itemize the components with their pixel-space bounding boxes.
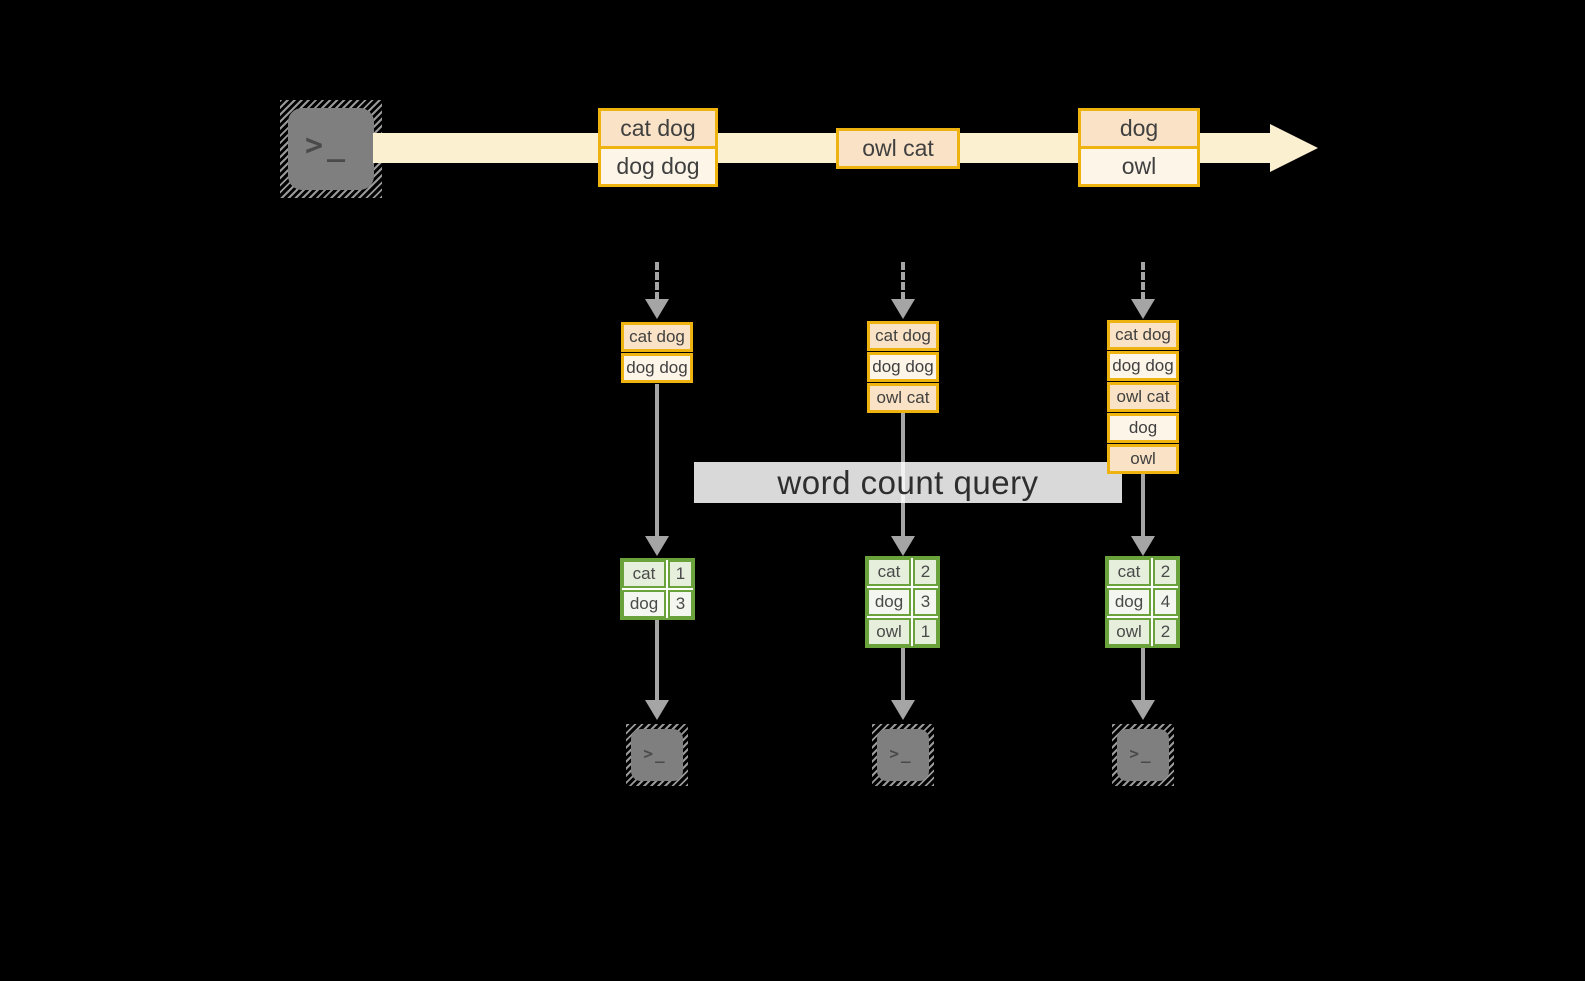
arrow-shaft bbox=[1141, 648, 1145, 700]
record-buffer-1: cat dog dog dog bbox=[621, 322, 693, 384]
arrow-head bbox=[891, 536, 915, 556]
arrow-shaft bbox=[655, 620, 659, 700]
terminal-prompt-glyph: >_ bbox=[889, 743, 913, 763]
stream-record: dog bbox=[1081, 111, 1197, 146]
arrow-shaft bbox=[1141, 474, 1145, 536]
output-terminal-icon: >_ bbox=[872, 724, 934, 786]
stream-record: cat dog bbox=[601, 111, 715, 146]
buffer-record: cat dog bbox=[621, 322, 693, 352]
count-word: dog bbox=[622, 590, 666, 618]
count-table-2: cat 2 dog 3 owl 1 bbox=[865, 556, 940, 648]
arrow-shaft bbox=[655, 384, 659, 536]
dashed-arrow-head bbox=[645, 299, 669, 319]
stream-message-box: owl cat bbox=[836, 128, 960, 169]
query-banner: word count query bbox=[694, 462, 1122, 503]
terminal-prompt-glyph: >_ bbox=[1129, 743, 1153, 763]
count-word: dog bbox=[1107, 588, 1151, 616]
output-terminal-icon: >_ bbox=[1112, 724, 1174, 786]
count-value: 3 bbox=[913, 588, 938, 616]
stream-record: owl cat bbox=[839, 131, 957, 166]
stream-message-box: cat dog dog dog bbox=[598, 108, 718, 187]
terminal-prompt-glyph: >_ bbox=[304, 127, 350, 163]
dashed-arrow-head bbox=[891, 299, 915, 319]
output-terminal-icon: >_ bbox=[626, 724, 688, 786]
count-word: cat bbox=[1107, 558, 1151, 586]
count-value: 3 bbox=[668, 590, 693, 618]
terminal-screen: >_ bbox=[877, 729, 929, 781]
dashed-arrow-shaft bbox=[1141, 262, 1145, 300]
count-word: owl bbox=[867, 618, 911, 646]
count-word: cat bbox=[867, 558, 911, 586]
terminal-screen: >_ bbox=[1117, 729, 1169, 781]
arrow-head bbox=[891, 700, 915, 720]
count-table-3: cat 2 dog 4 owl 2 bbox=[1105, 556, 1180, 648]
buffer-record: owl cat bbox=[1107, 382, 1179, 412]
record-buffer-2: cat dog dog dog owl cat bbox=[867, 321, 939, 414]
buffer-record: cat dog bbox=[867, 321, 939, 351]
count-value: 1 bbox=[668, 560, 693, 588]
arrow-head bbox=[645, 700, 669, 720]
count-value: 2 bbox=[1153, 558, 1178, 586]
dashed-arrow-shaft bbox=[901, 262, 905, 300]
buffer-record: dog dog bbox=[621, 353, 693, 383]
dashed-arrow-shaft bbox=[655, 262, 659, 300]
arrow-head bbox=[645, 536, 669, 556]
terminal-screen: >_ bbox=[288, 108, 374, 190]
record-buffer-3: cat dog dog dog owl cat dog owl bbox=[1107, 320, 1179, 475]
terminal-prompt-glyph: >_ bbox=[643, 743, 667, 763]
buffer-record: dog dog bbox=[1107, 351, 1179, 381]
count-table-1: cat 1 dog 3 bbox=[620, 558, 695, 620]
count-word: owl bbox=[1107, 618, 1151, 646]
stream-record: owl bbox=[1081, 146, 1197, 184]
stream-record: dog dog bbox=[601, 146, 715, 184]
stream-message-box: dog owl bbox=[1078, 108, 1200, 187]
dashed-arrow-head bbox=[1131, 299, 1155, 319]
stream-arrowhead bbox=[1270, 124, 1318, 172]
source-terminal-icon: >_ bbox=[280, 100, 382, 198]
arrow-shaft bbox=[901, 648, 905, 700]
buffer-record: owl bbox=[1107, 444, 1179, 474]
count-value: 4 bbox=[1153, 588, 1178, 616]
buffer-record: cat dog bbox=[1107, 320, 1179, 350]
count-word: dog bbox=[867, 588, 911, 616]
arrow-head bbox=[1131, 700, 1155, 720]
buffer-record: dog bbox=[1107, 413, 1179, 443]
terminal-screen: >_ bbox=[631, 729, 683, 781]
count-word: cat bbox=[622, 560, 666, 588]
count-value: 2 bbox=[1153, 618, 1178, 646]
count-value: 2 bbox=[913, 558, 938, 586]
arrow-head bbox=[1131, 536, 1155, 556]
count-value: 1 bbox=[913, 618, 938, 646]
buffer-record: dog dog bbox=[867, 352, 939, 382]
buffer-record: owl cat bbox=[867, 383, 939, 413]
